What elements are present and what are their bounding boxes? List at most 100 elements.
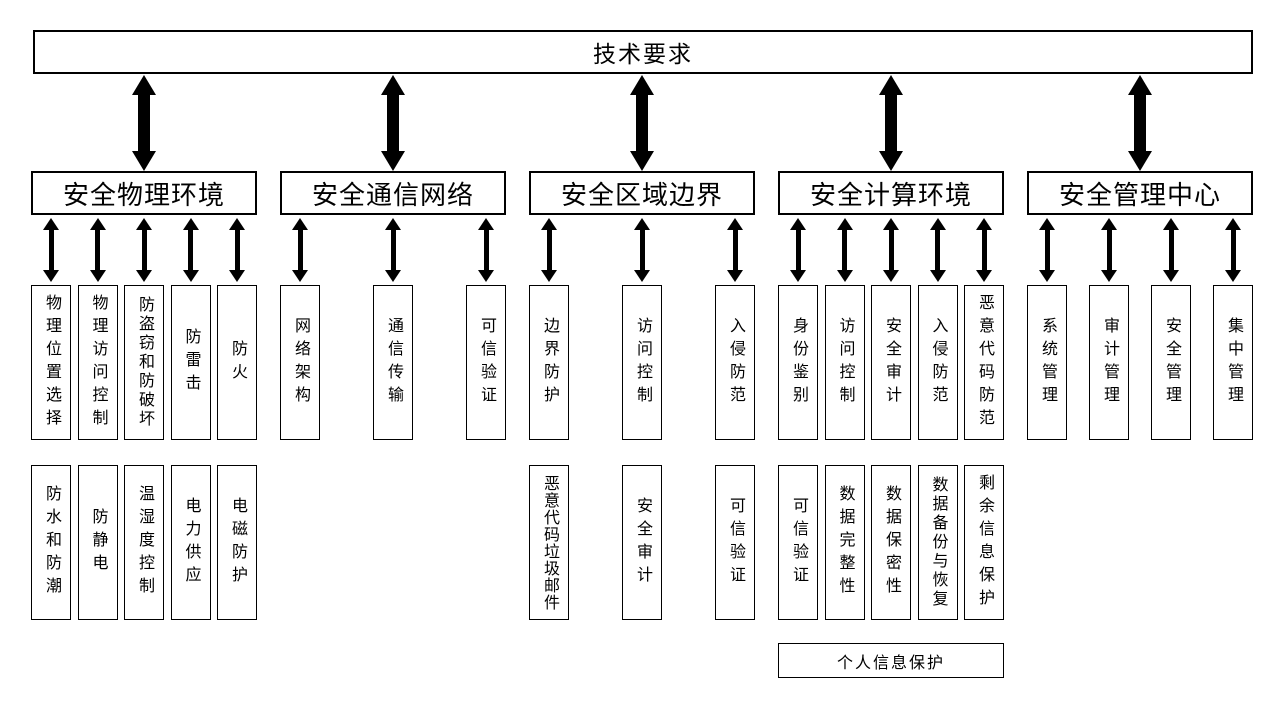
leaf-node: 防雷击 [170,285,211,440]
leaf-label: 安全管理 [1163,316,1180,409]
leaf-label: 恶意代码垃圾邮件 [541,474,558,611]
leaf-label: 物理位置选择 [43,293,60,432]
leaf-label: 可信验证 [478,316,495,409]
leaf-label: 访问控制 [634,316,651,409]
category-node-management-center: 安全管理中心 [1027,171,1253,215]
leaf-label: 访问控制 [836,316,854,409]
leaf-cell: 安全审计 [871,215,911,440]
leaf-cell: 恶意代码防范 [964,215,1004,440]
double-arrow-icon [1101,218,1117,282]
leaf-cell: 系统管理 [1027,215,1067,440]
leaf-node: 物理访问控制 [77,285,118,440]
leaf-cell: 审计管理 [1089,215,1129,440]
leaf-node: 安全审计 [871,285,911,440]
category-label: 安全通信网络 [311,179,474,210]
leaf-node: 可信验证 [715,465,755,620]
leaf-node: 身份鉴别 [778,285,818,440]
double-arrow-icon [727,218,743,282]
double-arrow-icon [132,75,156,171]
leaf-node: 访问控制 [622,285,662,440]
leaf-node: 可信验证 [466,285,506,440]
leaf-label: 防火 [229,339,246,386]
leaf-cell: 物理访问控制 [77,215,118,440]
leaf-node: 边界防护 [529,285,569,440]
leaf-label: 审计管理 [1101,316,1118,409]
leaf-label: 物理访问控制 [89,293,107,432]
double-arrow-icon [1225,218,1241,282]
double-arrow-icon [229,218,245,282]
leaf-node-personal-information-protection: 个人信息保护 [778,643,1004,678]
double-arrow-icon [929,218,946,282]
category-label: 安全区域边界 [560,179,723,210]
leaf-node: 系统管理 [1027,285,1067,440]
double-arrow-icon [43,218,59,282]
double-arrow-icon [879,75,903,171]
leaf-node: 审计管理 [1089,285,1129,440]
leaf-label: 系统管理 [1039,316,1056,409]
leaf-label: 个人信息保护 [836,654,945,672]
leaf-label: 防水和防潮 [43,485,60,600]
leaf-node: 电磁防护 [217,465,257,620]
leaf-cell: 集中管理 [1213,215,1253,440]
leaf-node: 数据完整性 [824,465,865,620]
leaf-node: 电力供应 [170,465,211,620]
leaf-row: 恶意代码垃圾邮件 安全审计 可信验证 [529,465,755,620]
leaf-label: 安全审计 [883,316,900,409]
double-arrow-icon [1163,218,1179,282]
double-arrow-icon [1039,218,1055,282]
leaf-label: 防雷击 [182,328,200,397]
group-communication-network: 安全通信网络 网络架构 通信传输 可信验证 [280,75,506,440]
category-label: 安全计算环境 [809,179,972,210]
group-computing-environment: 安全计算环境 身份鉴别 访问控制 安全审计 入侵防范 恶意代码防范 [778,75,1004,678]
leaf-node: 物理位置选择 [31,285,71,440]
leaf-node: 防火 [217,285,257,440]
leaf-label: 温湿度控制 [136,485,153,600]
leaf-label: 电力供应 [182,496,200,589]
double-arrow-icon [883,218,899,282]
leaf-label: 入侵防范 [929,316,947,409]
double-arrow-icon [836,218,853,282]
double-arrow-icon [292,218,308,282]
leaf-row: 系统管理 审计管理 安全管理 集中管理 [1027,215,1253,440]
leaf-label: 数据保密性 [883,485,900,600]
leaf-node: 可信验证 [778,465,818,620]
leaf-node: 数据备份与恢复 [917,465,958,620]
leaf-cell: 防雷击 [170,215,211,440]
leaf-label: 防静电 [89,508,107,577]
leaf-label: 恶意代码防范 [976,293,993,432]
leaf-node: 防静电 [77,465,118,620]
leaf-cell: 通信传输 [373,215,413,440]
category-node-computing-environment: 安全计算环境 [778,171,1004,215]
category-node-communication-network: 安全通信网络 [280,171,506,215]
leaf-node: 入侵防范 [917,285,958,440]
category-label: 安全物理环境 [62,179,225,210]
leaf-row: 身份鉴别 访问控制 安全审计 入侵防范 恶意代码防范 [778,215,1004,440]
leaf-node: 剩余信息保护 [964,465,1004,620]
leaf-node: 安全管理 [1151,285,1191,440]
double-arrow-icon [790,218,806,282]
leaf-node: 防水和防潮 [31,465,71,620]
leaf-cell: 防火 [217,215,257,440]
double-arrow-icon [478,218,494,282]
leaf-cell: 访问控制 [824,215,865,440]
leaf-label: 数据完整性 [836,485,854,600]
leaf-node: 访问控制 [824,285,865,440]
category-node-area-boundary: 安全区域边界 [529,171,755,215]
category-label: 安全管理中心 [1058,179,1221,210]
leaf-cell: 防盗窃和防破坏 [124,215,164,440]
group-physical-environment: 安全物理环境 物理位置选择 物理访问控制 防盗窃和防破坏 防雷击 防火 [31,75,257,620]
leaf-label: 安全审计 [634,496,651,589]
leaf-node: 入侵防范 [715,285,755,440]
double-arrow-icon [541,218,557,282]
leaf-label: 防盗窃和防破坏 [136,296,153,429]
leaf-label: 网络架构 [292,316,309,409]
leaf-node: 恶意代码防范 [964,285,1004,440]
group-area-boundary: 安全区域边界 边界防护 访问控制 入侵防范 恶意代码垃圾邮件 安全审计 可信验证 [529,75,755,620]
category-node-physical-environment: 安全物理环境 [31,171,257,215]
leaf-label: 电磁防护 [229,496,246,589]
leaf-row: 可信验证 数据完整性 数据保密性 数据备份与恢复 剩余信息保护 [778,465,1004,620]
leaf-cell: 入侵防范 [917,215,958,440]
leaf-label: 身份鉴别 [790,316,807,409]
leaf-row: 防水和防潮 防静电 温湿度控制 电力供应 电磁防护 [31,465,257,620]
